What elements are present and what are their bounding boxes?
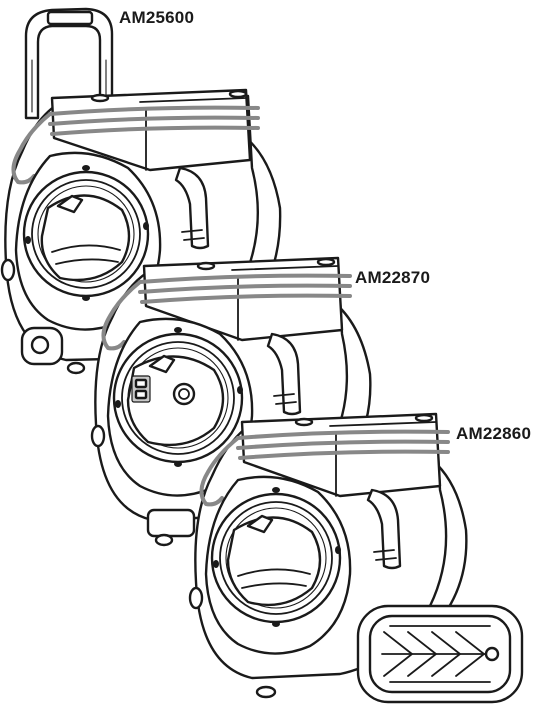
model-label-bottom: AM22860: [456, 424, 532, 443]
model-label-top: AM25600: [119, 8, 195, 27]
model-label-middle: AM22870: [355, 268, 431, 287]
air-mover-am22860: [188, 412, 524, 704]
outlet-grille: [356, 604, 524, 704]
